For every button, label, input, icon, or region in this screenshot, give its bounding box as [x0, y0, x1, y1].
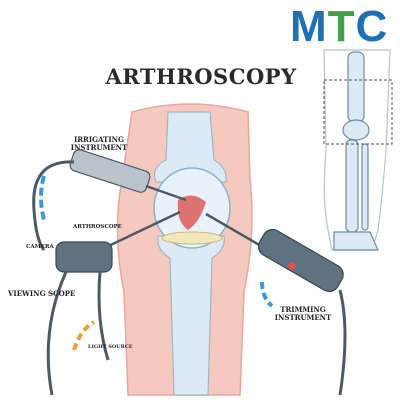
- logo-letter-t: T: [327, 2, 356, 51]
- viewing-scope: [46, 210, 181, 396]
- irrigating-instrument: [32, 149, 187, 251]
- irrigating-handle: [69, 149, 151, 193]
- label-viewing-scope: VIEWING SCOPE: [8, 289, 76, 298]
- diagram-title: ARTHROSCOPY: [105, 64, 297, 89]
- trimming-instrument: [205, 212, 347, 396]
- knee-illustration: [116, 103, 253, 396]
- label-light-source: LIGHT SOURCE: [88, 344, 133, 350]
- trimming-handle: [257, 228, 344, 293]
- leg-fibula: [361, 143, 369, 231]
- irrigating-tube: [32, 160, 75, 251]
- arthroscope-shaft: [99, 210, 181, 252]
- mtc-logo: MTC: [290, 4, 396, 50]
- meniscus: [161, 231, 223, 245]
- trimming-cable: [338, 289, 347, 396]
- light-source-arrow: [72, 320, 96, 351]
- label-trimming-instrument: TRIMMING INSTRUMENT: [274, 305, 332, 322]
- leg-femur: [347, 51, 365, 123]
- logo-letter-c: C: [355, 2, 389, 51]
- logo-letter-m: M: [290, 2, 328, 51]
- label-camera: CAMERA: [26, 244, 54, 250]
- knee-focus-frame: [323, 79, 393, 145]
- femur-bone: [153, 111, 227, 183]
- leg-foot: [333, 231, 379, 251]
- leg-skeleton-inset: [323, 49, 393, 251]
- label-irrigating-instrument: IRRIGATING INSTRUMENT: [70, 135, 128, 152]
- irrigating-shaft: [145, 184, 187, 202]
- inflamed-tissue: [177, 195, 206, 230]
- trimming-button: [288, 262, 296, 270]
- leg-tibia: [345, 139, 359, 233]
- trimming-shaft: [205, 212, 269, 252]
- label-arthroscope: ARTHROSCOPE: [73, 224, 122, 230]
- tibia-bone: [157, 235, 225, 396]
- camera-body: [55, 241, 113, 273]
- irrigation-flow-arrow: [39, 175, 46, 221]
- trimming-flow-arrow: [260, 281, 274, 308]
- leg-patella: [342, 119, 370, 141]
- scope-cable: [46, 271, 68, 396]
- light-cable: [97, 271, 110, 361]
